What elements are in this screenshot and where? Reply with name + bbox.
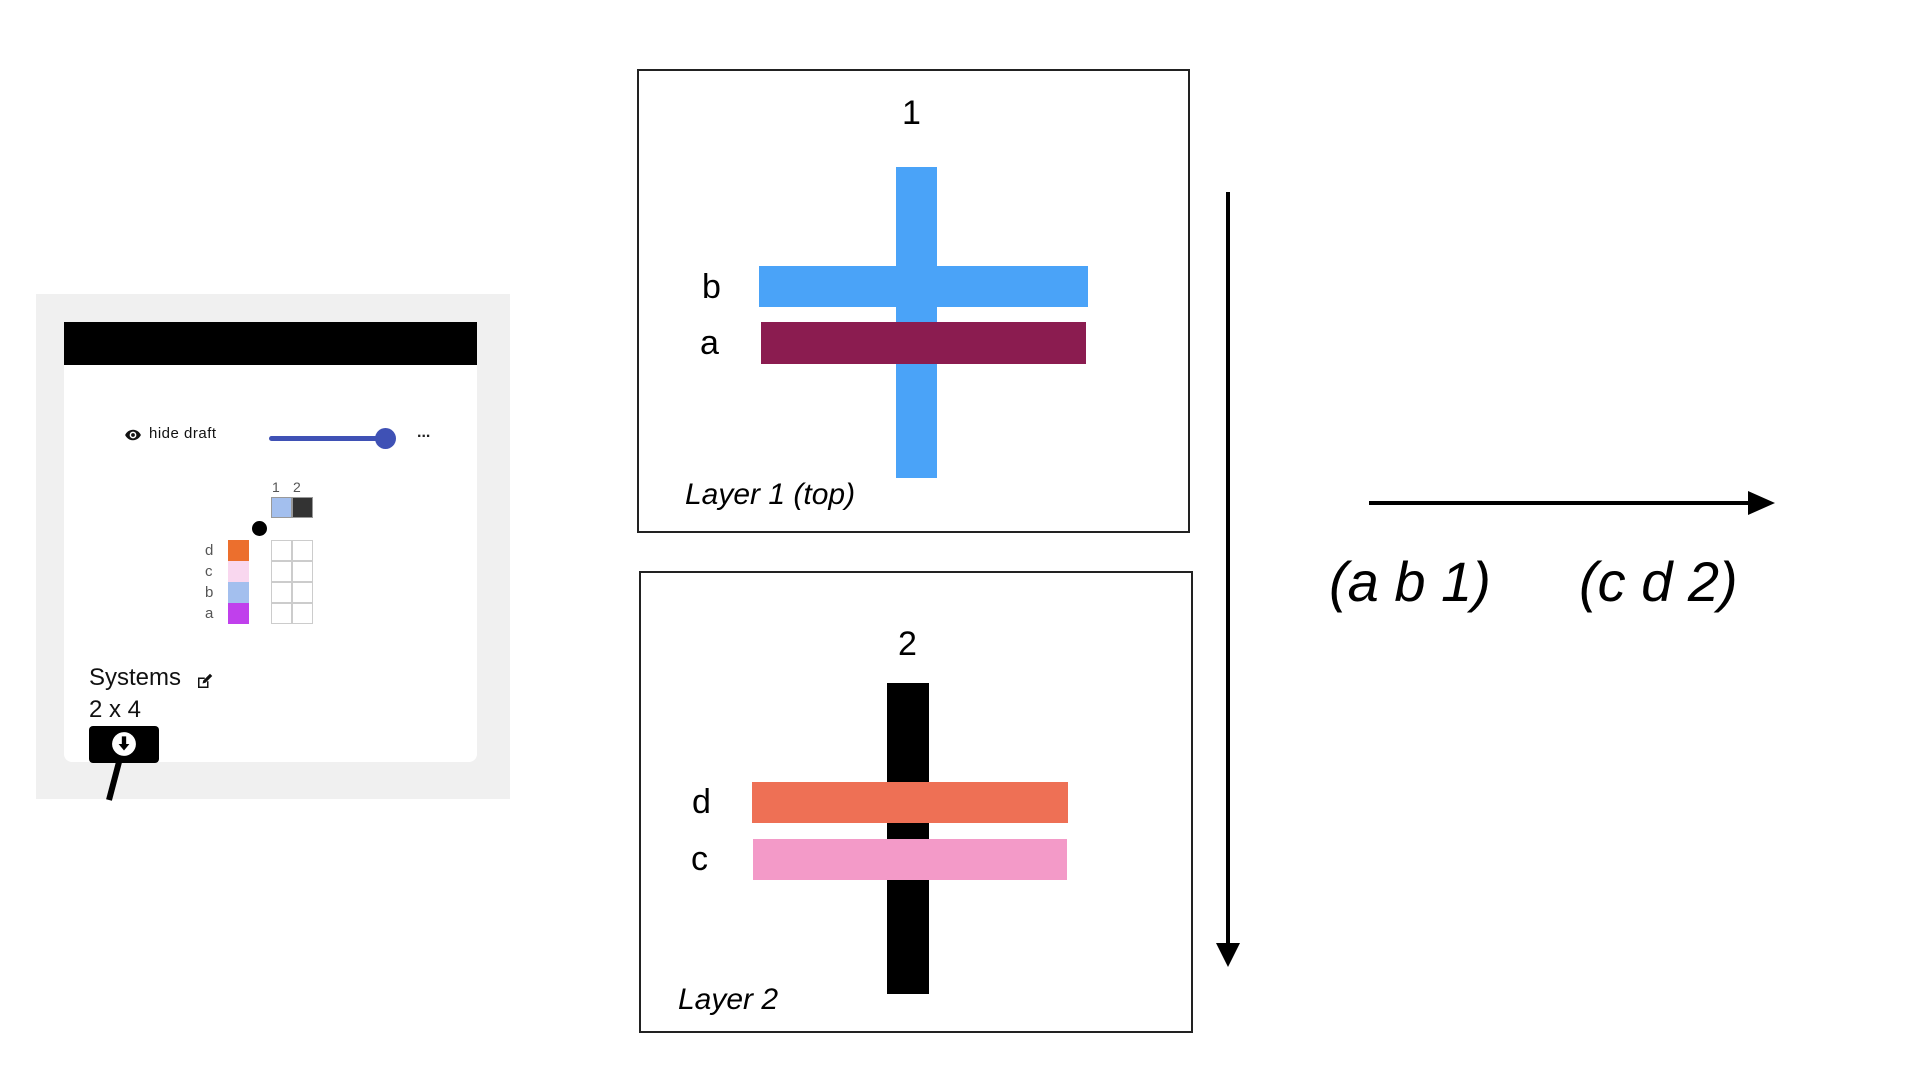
more-options-button[interactable]: ...	[417, 424, 431, 441]
grid-cell[interactable]	[292, 540, 313, 561]
layer-2-bar-c	[753, 839, 1067, 880]
row-label: c	[205, 563, 213, 580]
grid-cell[interactable]	[271, 540, 292, 561]
slider-handle[interactable]	[375, 428, 396, 449]
layer-2-number: 2	[898, 625, 917, 663]
layer-2-vertical-bar	[887, 683, 929, 994]
layer-1-number: 1	[902, 94, 921, 132]
row-label: d	[205, 542, 214, 559]
row-swatch[interactable]	[228, 561, 249, 582]
label-d: d	[692, 783, 711, 821]
horizontal-right-arrow	[1369, 491, 1775, 515]
origin-dot[interactable]	[252, 521, 267, 536]
row-label: a	[205, 605, 214, 622]
column-swatch-1[interactable]	[271, 497, 292, 518]
grid-cell[interactable]	[271, 603, 292, 624]
layer-1-caption: Layer 1 (top)	[685, 478, 856, 511]
row-label: b	[205, 584, 214, 601]
grid-cell[interactable]	[271, 561, 292, 582]
vertical-down-arrow	[1216, 192, 1240, 967]
layer-1-bar-b	[759, 266, 1088, 307]
row-swatch[interactable]	[228, 540, 249, 561]
grid-cell[interactable]	[292, 561, 313, 582]
layer-2-caption: Layer 2	[678, 983, 779, 1016]
layer-1-bar-a	[761, 322, 1086, 364]
grid-cell[interactable]	[292, 582, 313, 603]
grid-cell[interactable]	[271, 582, 292, 603]
download-icon	[112, 732, 136, 756]
layer-2-bar-d	[752, 782, 1068, 823]
download-button[interactable]	[89, 726, 159, 763]
eye-icon[interactable]	[124, 426, 142, 444]
sequence-item-2: (c d 2)	[1579, 550, 1738, 613]
slider-track[interactable]	[269, 436, 387, 441]
column-header-2: 2	[293, 479, 301, 495]
systems-title: Systems	[89, 664, 182, 691]
edit-icon[interactable]	[195, 673, 213, 691]
panel-header-bar	[64, 322, 477, 365]
label-b: b	[702, 268, 721, 306]
column-header-1: 1	[272, 479, 280, 495]
row-swatch[interactable]	[228, 603, 249, 624]
column-swatch-2[interactable]	[292, 497, 313, 518]
label-a: a	[700, 324, 719, 362]
pointer-line	[106, 761, 122, 801]
grid-cell[interactable]	[292, 603, 313, 624]
hide-draft-toggle[interactable]: hide draft	[149, 425, 217, 442]
dimensions-text: 2 x 4	[89, 696, 142, 723]
label-c: c	[691, 840, 708, 878]
sequence-item-1: (a b 1)	[1329, 550, 1491, 613]
row-swatch[interactable]	[228, 582, 249, 603]
